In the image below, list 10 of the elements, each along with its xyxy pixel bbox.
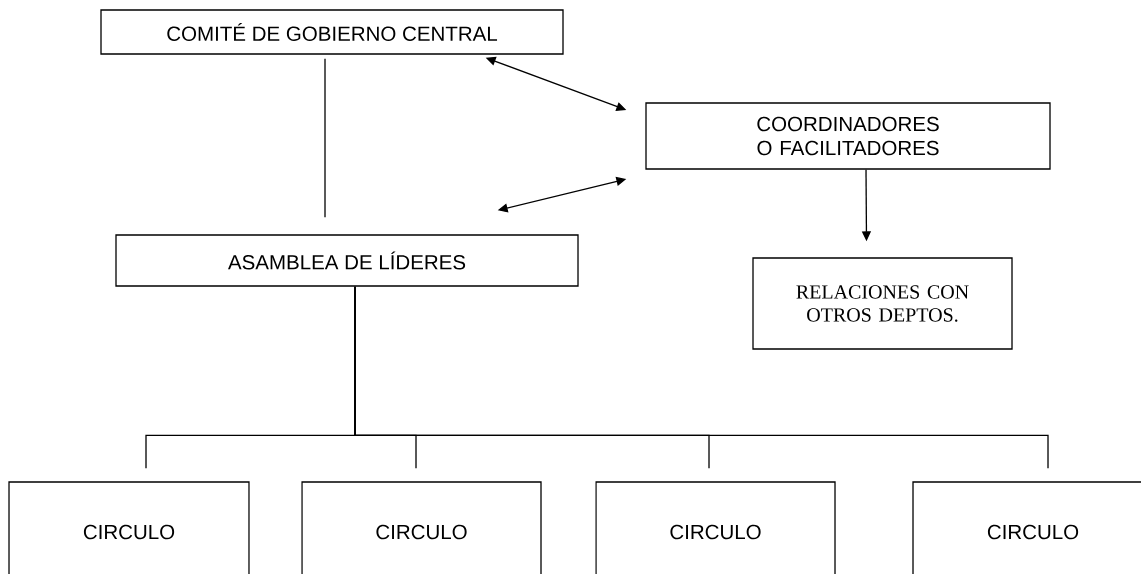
org-box: CIRCULO [8,481,250,574]
org-box: ASAMBLEA DE LÍDERES [115,234,579,287]
org-box: COMITÉ DE GOBIERNO CENTRAL [100,9,564,55]
org-box: CIRCULO [912,481,1141,574]
connector-line [324,58,326,218]
org-box: CIRCULO [301,481,542,574]
org-box: COORDINADORES O FACILITADORES [645,102,1051,170]
org-box: RELACIONES CON OTROS DEPTOS. [752,257,1013,350]
connector-line [354,286,1049,469]
org-box: CIRCULO [595,481,836,574]
